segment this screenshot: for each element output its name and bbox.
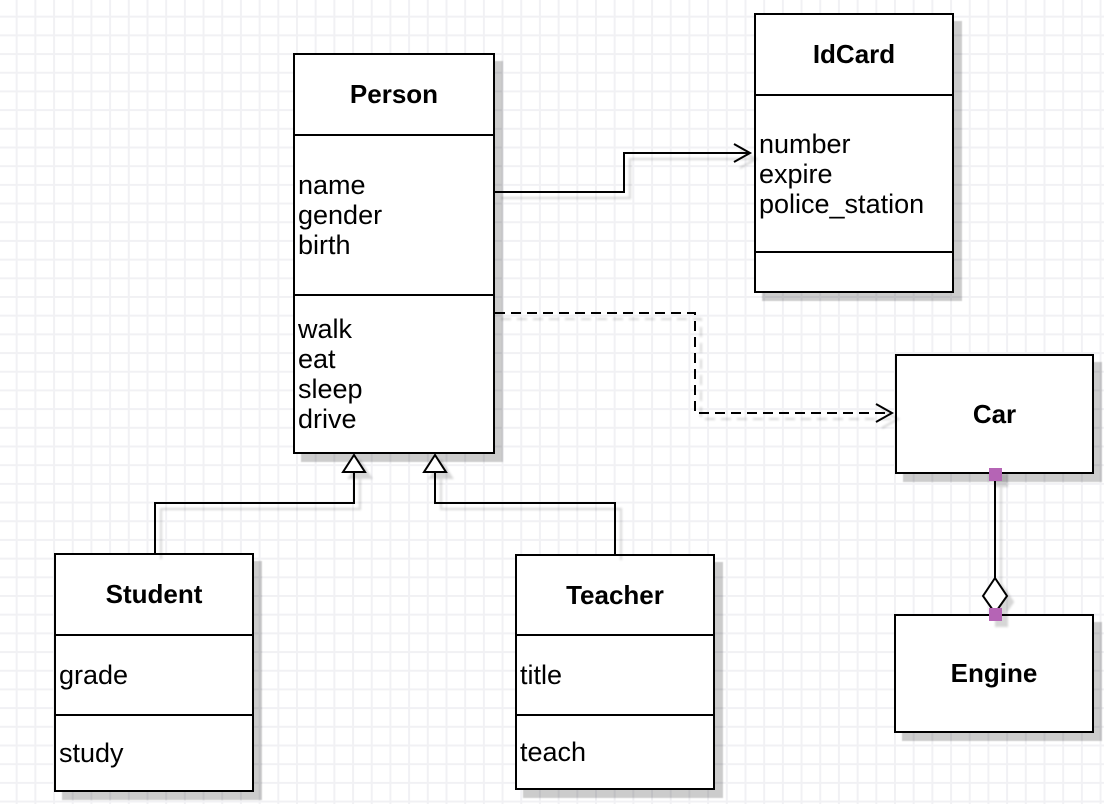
- class-engine[interactable]: Engine: [894, 614, 1094, 733]
- class-teacher[interactable]: Teacher title teach: [515, 554, 715, 790]
- class-car-title: Car: [972, 398, 1017, 429]
- method: walk: [298, 314, 353, 344]
- class-idcard-empty-section: [756, 251, 952, 291]
- class-student-title: Student: [105, 579, 203, 609]
- class-idcard-attributes: number expire police_station: [756, 94, 952, 251]
- hollow-triangle-icon: [422, 453, 448, 473]
- method: study: [59, 738, 124, 768]
- class-person-methods: walk eat sleep drive: [295, 294, 493, 452]
- class-idcard[interactable]: IdCard number expire police_station: [754, 13, 954, 293]
- edge-teacher-person-generalization[interactable]: [422, 453, 616, 554]
- class-student[interactable]: Student grade study: [54, 553, 254, 792]
- attribute: name: [298, 170, 366, 200]
- attribute: birth: [298, 230, 351, 260]
- attribute: grade: [59, 660, 129, 690]
- attribute: gender: [298, 200, 383, 230]
- edge-person-idcard-association[interactable]: [495, 143, 753, 193]
- class-person-attributes: name gender birth: [295, 134, 493, 294]
- method: drive: [298, 404, 357, 434]
- open-arrow-icon: [733, 143, 753, 163]
- edge-person-car-dependency[interactable]: [495, 312, 895, 423]
- class-student-attributes: grade: [56, 634, 252, 714]
- method: eat: [298, 344, 336, 374]
- attribute: title: [520, 660, 563, 690]
- attribute: police_station: [759, 188, 925, 219]
- class-teacher-attributes: title: [517, 634, 713, 714]
- class-student-methods: study: [56, 714, 252, 790]
- class-teacher-methods: teach: [517, 714, 713, 788]
- class-car[interactable]: Car: [895, 354, 1094, 474]
- edge-car-engine-aggregation[interactable]: [981, 468, 1009, 621]
- hollow-triangle-icon: [341, 453, 367, 473]
- hollow-diamond-icon: [981, 576, 1009, 615]
- attribute: expire: [759, 158, 833, 189]
- class-teacher-title: Teacher: [566, 579, 664, 610]
- class-person-title: Person: [349, 79, 439, 109]
- edge-student-person-generalization[interactable]: [154, 453, 367, 553]
- attribute: number: [759, 128, 851, 159]
- class-engine-title: Engine: [950, 658, 1038, 688]
- method: teach: [520, 737, 587, 767]
- method: sleep: [298, 374, 363, 404]
- class-idcard-title: IdCard: [812, 39, 896, 69]
- class-person[interactable]: Person name gender birth walk eat sleep …: [293, 53, 495, 454]
- open-arrow-icon: [875, 403, 895, 423]
